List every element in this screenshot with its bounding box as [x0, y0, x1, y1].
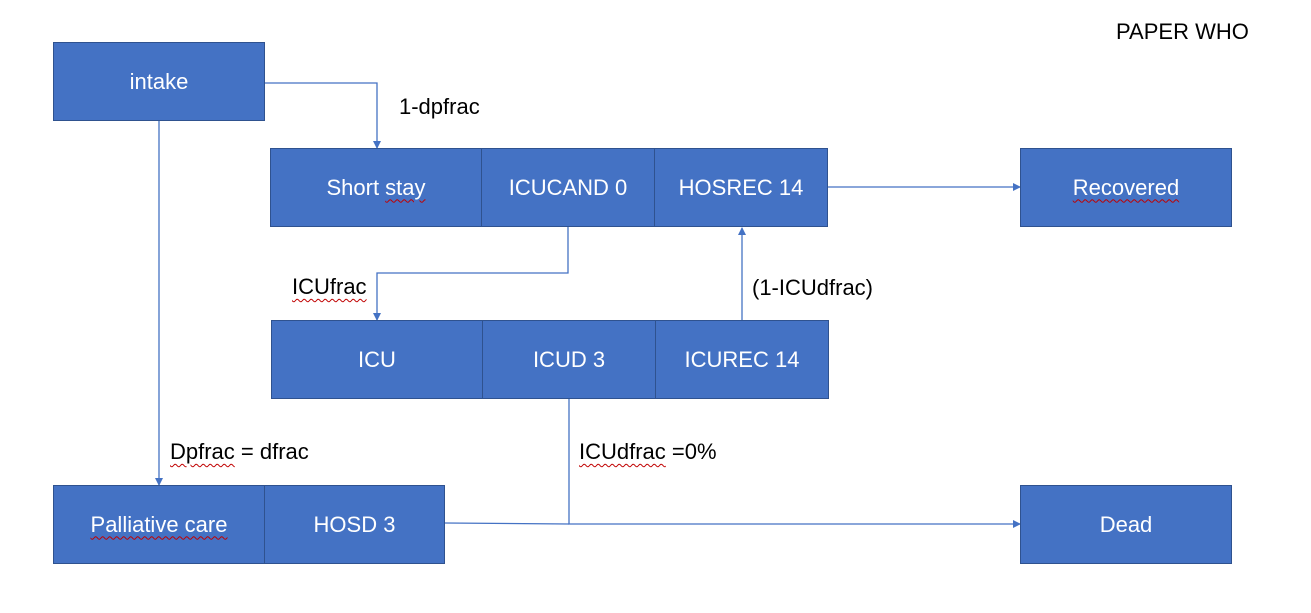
node-icurec: ICUREC 14 — [655, 320, 829, 399]
arrow-hosd-to-dead — [444, 522, 570, 525]
node-palliative-care-label: Palliative care — [90, 511, 228, 537]
label-icudfrac-zero: ICUdfrac =0% — [579, 441, 717, 463]
node-recovered: Recovered — [1020, 148, 1232, 227]
node-recovered-label: Recovered — [1072, 174, 1180, 200]
label-1-dpfrac: 1-dpfrac — [399, 94, 480, 119]
node-icucand: ICUCAND 0 — [481, 148, 655, 227]
arrow-icucand-to-icu — [373, 227, 569, 321]
node-dead: Dead — [1020, 485, 1232, 564]
label-icudfrac-word: ICUdfrac — [579, 439, 666, 464]
paper-who-tag: PAPER WHO — [1116, 19, 1249, 44]
node-short-stay: Short stay — [270, 148, 482, 227]
node-hosrec: HOSREC 14 — [654, 148, 828, 227]
node-icu: ICU — [271, 320, 483, 399]
node-icud: ICUD 3 — [482, 320, 656, 399]
label-dpfrac-dfrac: Dpfrac = dfrac — [170, 441, 309, 463]
label-icufrac: ICUfrac — [292, 274, 367, 299]
short-stay-word-2: stay — [385, 174, 426, 200]
node-short-stay-label: Short stay — [326, 175, 425, 201]
label-icudfrac-rest: =0% — [665, 439, 717, 464]
node-palliative-care: Palliative care — [53, 485, 265, 564]
label-dpfrac-rest: = dfrac — [234, 439, 309, 464]
label-dpfrac-word: Dpfrac — [170, 439, 235, 464]
node-intake: intake — [53, 42, 265, 121]
node-hosd: HOSD 3 — [264, 485, 445, 564]
arrow-intake-to-short-stay — [265, 82, 381, 149]
label-1-icudfrac: (1-ICUdfrac) — [752, 275, 874, 300]
short-stay-word-1: Short — [326, 174, 386, 200]
